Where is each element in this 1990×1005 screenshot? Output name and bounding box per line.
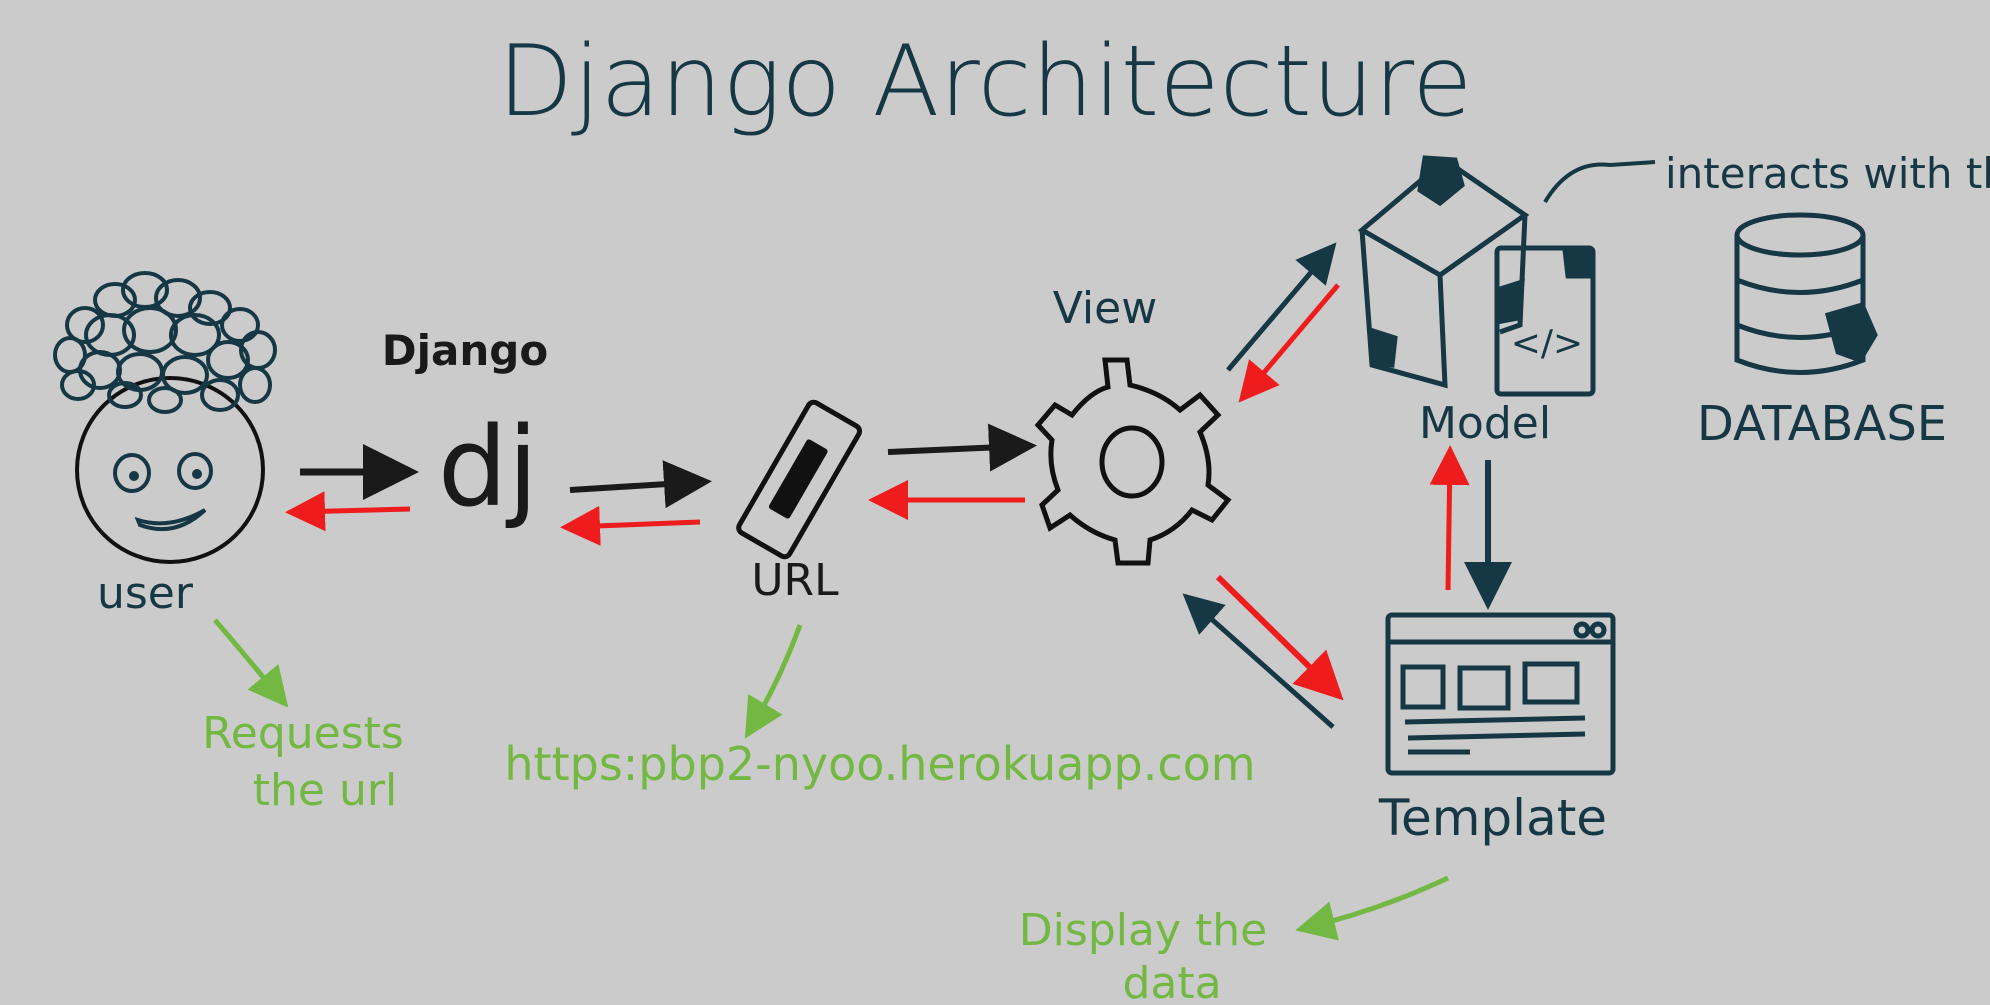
template-note: Display the data bbox=[1019, 905, 1281, 1005]
diagram-title: Django Architecture bbox=[498, 25, 1473, 139]
model-cube-icon bbox=[1357, 155, 1596, 397]
model-code-badge: </> bbox=[1511, 323, 1583, 364]
user-face bbox=[75, 376, 265, 564]
arrow-django-to-user bbox=[285, 491, 411, 532]
user-note-line-1: Requests bbox=[202, 708, 404, 759]
arrow-model-to-view bbox=[1238, 283, 1340, 403]
template-label: Template bbox=[1378, 789, 1607, 847]
user-hair bbox=[53, 271, 277, 414]
user-label: user bbox=[97, 568, 194, 619]
arrow-url-to-view bbox=[887, 423, 1037, 472]
user-left-eye bbox=[113, 453, 151, 493]
arrow-template-to-model bbox=[1429, 445, 1470, 591]
arrow-url-to-django bbox=[560, 505, 701, 546]
url-icon bbox=[736, 399, 863, 560]
url-label: URL bbox=[751, 555, 839, 606]
model-label: Model bbox=[1419, 398, 1551, 449]
arrow-template-to-view bbox=[1182, 593, 1335, 729]
arrow-django-to-url bbox=[569, 460, 712, 509]
user-right-eye bbox=[177, 452, 213, 490]
user-note: Requests the url bbox=[202, 708, 418, 816]
database-icon bbox=[1734, 212, 1878, 375]
template-browser-icon bbox=[1385, 612, 1616, 776]
user-smile bbox=[134, 508, 207, 532]
template-note-arrow bbox=[1295, 875, 1450, 941]
user-figure bbox=[53, 271, 277, 564]
user-note-line-2: the url bbox=[253, 765, 397, 816]
django-logo: dj bbox=[438, 403, 538, 531]
view-gear-icon bbox=[1034, 357, 1232, 566]
database-label: DATABASE bbox=[1697, 396, 1947, 452]
arrow-view-to-template bbox=[1215, 574, 1344, 701]
view-label: View bbox=[1053, 283, 1157, 334]
url-note: https:pbp2-nyoo.herokuapp.com bbox=[504, 737, 1255, 791]
arrow-view-to-model bbox=[1226, 242, 1337, 372]
user-note-arrow bbox=[213, 618, 289, 708]
template-note-line-1: Display the bbox=[1019, 905, 1267, 956]
url-note-arrow bbox=[744, 624, 803, 739]
model-note-connector bbox=[1543, 160, 1656, 204]
template-note-line-2: data bbox=[1122, 958, 1221, 1005]
django-label: Django bbox=[382, 326, 548, 375]
model-note: interacts with the bbox=[1665, 149, 1990, 198]
